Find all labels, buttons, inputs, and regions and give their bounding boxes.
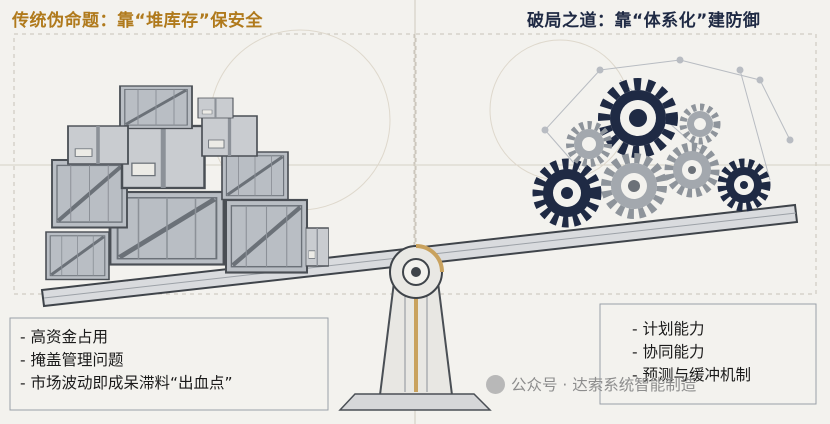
breakthrough-approach-title: 破局之道：靠“体系化”建防御 — [527, 11, 761, 31]
list-item: - 协同能力 — [632, 343, 705, 361]
list-item: - 计划能力 — [632, 320, 705, 338]
system-capabilities-list: - 计划能力 - 协同能力 - 预测与缓冲机制 — [632, 318, 751, 387]
gears — [532, 78, 771, 228]
pivot — [389, 244, 444, 299]
inventory-crates — [44, 84, 330, 282]
network-lines — [541, 56, 794, 181]
list-item: - 市场波动即成呆滞料“出血点” — [20, 374, 233, 392]
traditional-approach-title: 传统伪命题：靠“堆库存”保安全 — [12, 11, 263, 31]
watermark-text: 公众号 · 达索系统智能制造 — [511, 376, 697, 394]
scale-stand — [338, 281, 492, 411]
watermark: 公众号 · 达索系统智能制造 — [486, 373, 696, 395]
list-item: - 高资金占用 — [20, 328, 109, 346]
inventory-drawbacks-list: - 高资金占用 - 掩盖管理问题 - 市场波动即成呆滞料“出血点” — [20, 326, 233, 395]
list-item: - 预测与缓冲机制 — [632, 366, 752, 384]
wechat-icon — [486, 374, 505, 394]
list-item: - 掩盖管理问题 — [20, 351, 124, 369]
